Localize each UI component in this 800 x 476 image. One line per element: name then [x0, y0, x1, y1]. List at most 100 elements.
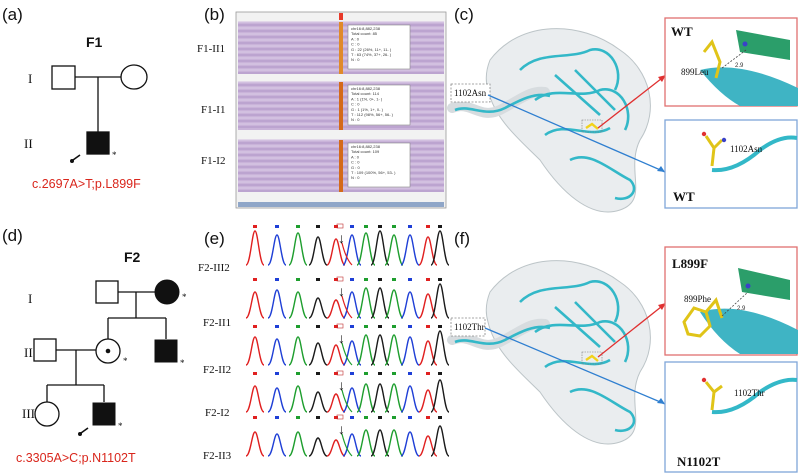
trace-peak — [384, 334, 404, 366]
igv-popup-line: Total count: 114 — [351, 91, 380, 96]
igv-popup — [347, 142, 411, 188]
female-affected-symbol — [154, 279, 180, 305]
base-call-mark — [350, 325, 354, 328]
ligand-stick — [702, 39, 722, 79]
trace-peak — [245, 336, 265, 366]
chromatogram-track: ↓ — [245, 370, 450, 413]
generation-label: I — [28, 291, 32, 306]
base-call-mark — [426, 416, 430, 419]
igv-popup — [347, 24, 411, 70]
base-call-mark — [316, 225, 320, 228]
hbond-line — [721, 49, 747, 69]
pedigree-f2: F2 I II III * * * * c.3305A>C;p.N1102T — [16, 249, 187, 465]
trace-peak — [418, 389, 438, 413]
trace-peak — [400, 291, 420, 319]
base-call-mark — [408, 325, 412, 328]
trace-peak — [326, 344, 346, 366]
igv-popup-line: Total count: 109 — [351, 149, 380, 154]
ribbon-strand — [700, 308, 798, 354]
trace-peak — [288, 385, 308, 413]
zoom-title: N1102T — [677, 454, 721, 469]
ribbon-strand — [738, 268, 790, 300]
igv-popup-line: chr16:8,882,238 — [351, 26, 381, 31]
igv-popup-line: chr16:8,882,238 — [351, 86, 381, 91]
chromatogram-panel: ↓↓↓↓↓ F2-III2 F2-II1 F2-II2 F2-I2 F2-II3 — [198, 223, 450, 462]
carrier-dot — [105, 348, 111, 354]
base-call-mark — [253, 225, 257, 228]
arrow-head-icon — [658, 75, 666, 82]
base-call-mark — [392, 416, 396, 419]
base-call-mark — [334, 225, 338, 228]
trace-peak — [370, 287, 390, 319]
base-call-mark — [426, 278, 430, 281]
base-call-mark — [408, 416, 412, 419]
trace-peak — [288, 336, 308, 366]
base-call-mark — [275, 225, 279, 228]
base-call-mark — [426, 225, 430, 228]
pedigree-f1: F1 I II * c.2697A>T;p.L899F — [24, 34, 148, 191]
protein-ribbon — [454, 93, 551, 113]
base-call-mark — [350, 278, 354, 281]
chromatogram-track: ↓ — [245, 276, 450, 319]
trace-peak — [430, 283, 450, 319]
chromatogram-label: F2-II3 — [203, 450, 232, 462]
base-call-mark — [296, 278, 300, 281]
trace-peak — [430, 330, 450, 366]
family-label-f2: F2 — [124, 249, 141, 265]
trace-peak — [418, 435, 438, 457]
trace-peak — [326, 393, 346, 413]
trace-peak — [370, 334, 390, 366]
female-unaffected-symbol — [120, 64, 148, 90]
protein-surface — [447, 28, 651, 213]
igv-popup-line: T : 63 (74%, 37+, 26- ) — [351, 52, 392, 57]
panel-label-d: (d) — [2, 226, 23, 245]
protein-ribbon — [554, 301, 616, 348]
male-affected-symbol — [92, 402, 116, 426]
variant-base-box — [336, 323, 344, 329]
trace-peak — [267, 289, 287, 319]
variant-arrow-icon: ↓ — [338, 423, 345, 438]
protein-ribbon — [544, 126, 611, 137]
generation-label: II — [24, 136, 33, 151]
chromatogram-track: ↓ — [245, 323, 450, 366]
surface-blob — [485, 28, 651, 213]
trace-peak — [326, 238, 346, 266]
trace-peak — [370, 383, 390, 413]
trace-peak — [288, 291, 308, 319]
structure-panel-c: 1102Asn WT 899Leu 2.9 1102Asn WT — [447, 17, 798, 213]
generation-label: III — [22, 406, 35, 421]
ligand-stick — [704, 381, 723, 411]
base-call-mark — [296, 325, 300, 328]
carrier-asterisk: * — [112, 150, 117, 160]
zoom-arrow-red — [597, 74, 667, 129]
igv-popup-line: Total count: 85 — [351, 31, 378, 36]
family-label-f1: F1 — [86, 34, 103, 50]
base-call-mark — [378, 325, 382, 328]
trace-peak — [288, 431, 308, 457]
igv-popup-line: T : 112 (98%, 56+, 56- ) — [351, 112, 394, 117]
zoom-title: L899F — [672, 256, 708, 271]
base-call-mark — [364, 325, 368, 328]
chromatogram-tracks: ↓↓↓↓↓ — [245, 223, 450, 457]
residue-label: 899Leu — [681, 67, 709, 77]
igv-popup-line: G : 22 (26%, 11+, 11- ) — [351, 47, 392, 52]
chromatogram-label: F2-III2 — [198, 262, 230, 274]
igv-popup-line: C : 0 — [351, 102, 360, 107]
trace-peak — [267, 433, 287, 457]
variant-arrow-icon: ↓ — [338, 285, 345, 300]
igv-track-label: F1-I2 — [201, 155, 225, 167]
variant-column — [339, 140, 343, 192]
residue-label: 1102Thr — [734, 388, 765, 398]
base-call-mark — [253, 325, 257, 328]
trace-overlap — [341, 242, 353, 266]
protein-ribbon — [544, 358, 611, 369]
base-call-mark — [408, 225, 412, 228]
base-call-mark — [350, 225, 354, 228]
base-call-mark — [392, 278, 396, 281]
base-call-mark — [316, 372, 320, 375]
base-call-mark — [334, 325, 338, 328]
base-call-mark — [296, 416, 300, 419]
proband-arrow-head — [70, 159, 74, 163]
